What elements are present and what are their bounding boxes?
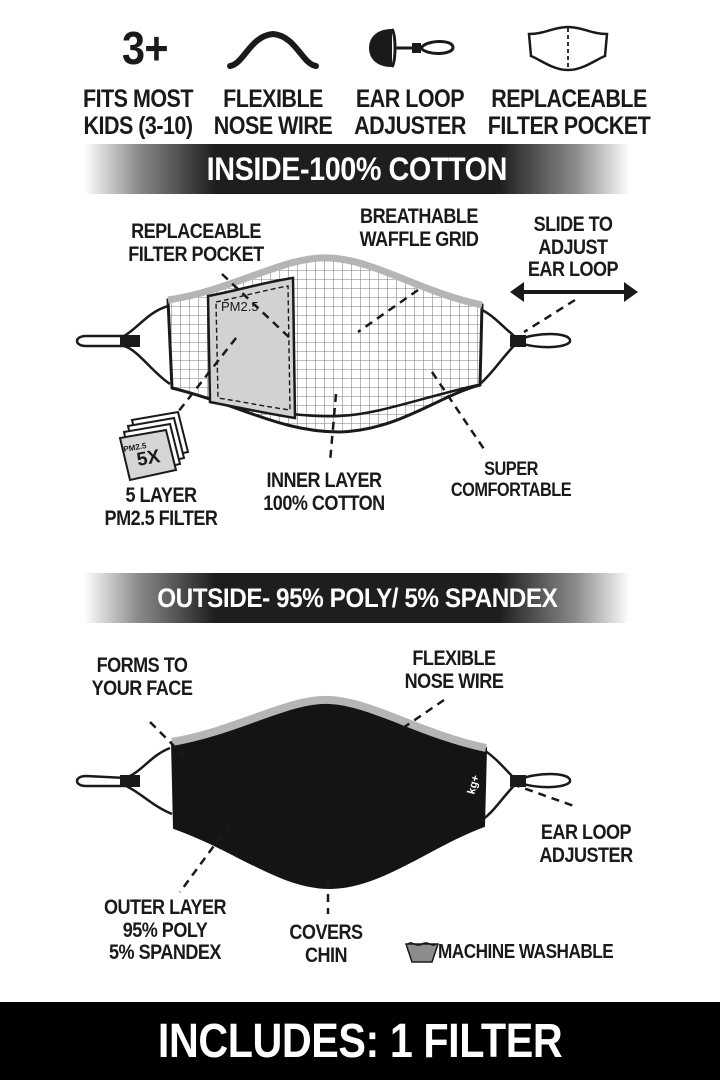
inside-leader-lines [177, 273, 576, 463]
label-outer-layer: OUTER LAYER 95% POLY 5% SPANDEX [103, 896, 227, 965]
label-flexible-nose-wire: FLEXIBLE NOSE WIRE [404, 647, 504, 693]
svg-text:5X: 5X [135, 446, 162, 471]
outside-left-loop-adjuster [120, 775, 140, 787]
nose-wire-icon [227, 30, 319, 69]
feature-label-nose-wire: FLEXIBLE NOSE WIRE [213, 85, 333, 140]
filter-tag: PM2.5 [221, 299, 259, 314]
outside-banner: OUTSIDE- 95% POLY/ 5% SPANDEX [84, 573, 630, 623]
footer-text: INCLUDES: 1 FILTER [157, 1014, 563, 1068]
label-slide-ear-loop: SLIDE TO ADJUST EAR LOOP [527, 213, 619, 282]
label-filter-pocket: REPLACEABLE FILTER POCKET [128, 220, 264, 266]
feature-label-ear-loop: EAR LOOP ADJUSTER [354, 85, 466, 140]
svg-text:PM2.5: PM2.5 [123, 441, 148, 454]
feature-label-filter-pocket: REPLACEABLE FILTER POCKET [487, 85, 651, 140]
outside-banner-text: OUTSIDE- 95% POLY/ 5% SPANDEX [156, 582, 558, 613]
ear-loop-adjuster-icon [369, 28, 455, 68]
inside-banner: INSIDE-100% COTTON [84, 144, 630, 194]
left-loop-adjuster [120, 335, 140, 347]
washing-icon [404, 942, 440, 963]
right-loop-adjuster [510, 335, 526, 347]
outside-nose-trim [171, 695, 487, 752]
filter-pocket-stitch [215, 285, 291, 411]
label-covers-chin: COVERS CHIN [289, 921, 363, 967]
outside-leader-lines [149, 698, 575, 914]
outside-mask: kg+ [75, 695, 572, 890]
label-inner-layer: INNER LAYER 100% COTTON [263, 469, 385, 515]
brand-logo: kg+ [466, 774, 483, 796]
left-ear-loop [75, 304, 171, 386]
inside-banner-text: INSIDE-100% COTTON [206, 150, 508, 187]
label-machine-washable: MACHINE WASHABLE [438, 941, 614, 963]
label-forms-to-face: FORMS TO YOUR FACE [91, 654, 193, 700]
right-ear-loop [479, 308, 572, 385]
label-ear-loop-adjuster: EAR LOOP ADJUSTER [539, 821, 633, 867]
inside-nose-trim [167, 254, 483, 309]
label-super-comfortable: SUPER COMFORTABLE [450, 459, 572, 501]
outside-left-ear-loop [75, 746, 173, 816]
filter-pocket-icon [527, 25, 609, 72]
filter-pack-icon: PM2.5 5X [118, 410, 190, 482]
label-pm25-filter: 5 LAYER PM2.5 FILTER [104, 484, 218, 530]
filter-pocket [206, 276, 297, 420]
outside-right-ear-loop [481, 748, 572, 822]
feature-label-kids: FITS MOST KIDS (3-10) [82, 85, 194, 140]
slide-arrow-icon [510, 282, 638, 302]
footer-bar: INCLUDES: 1 FILTER [0, 1002, 720, 1080]
label-waffle-grid: BREATHABLE WAFFLE GRID [359, 205, 479, 251]
kids-age-icon: 3+ [121, 22, 169, 74]
inside-mask: PM2.5 [75, 254, 572, 434]
